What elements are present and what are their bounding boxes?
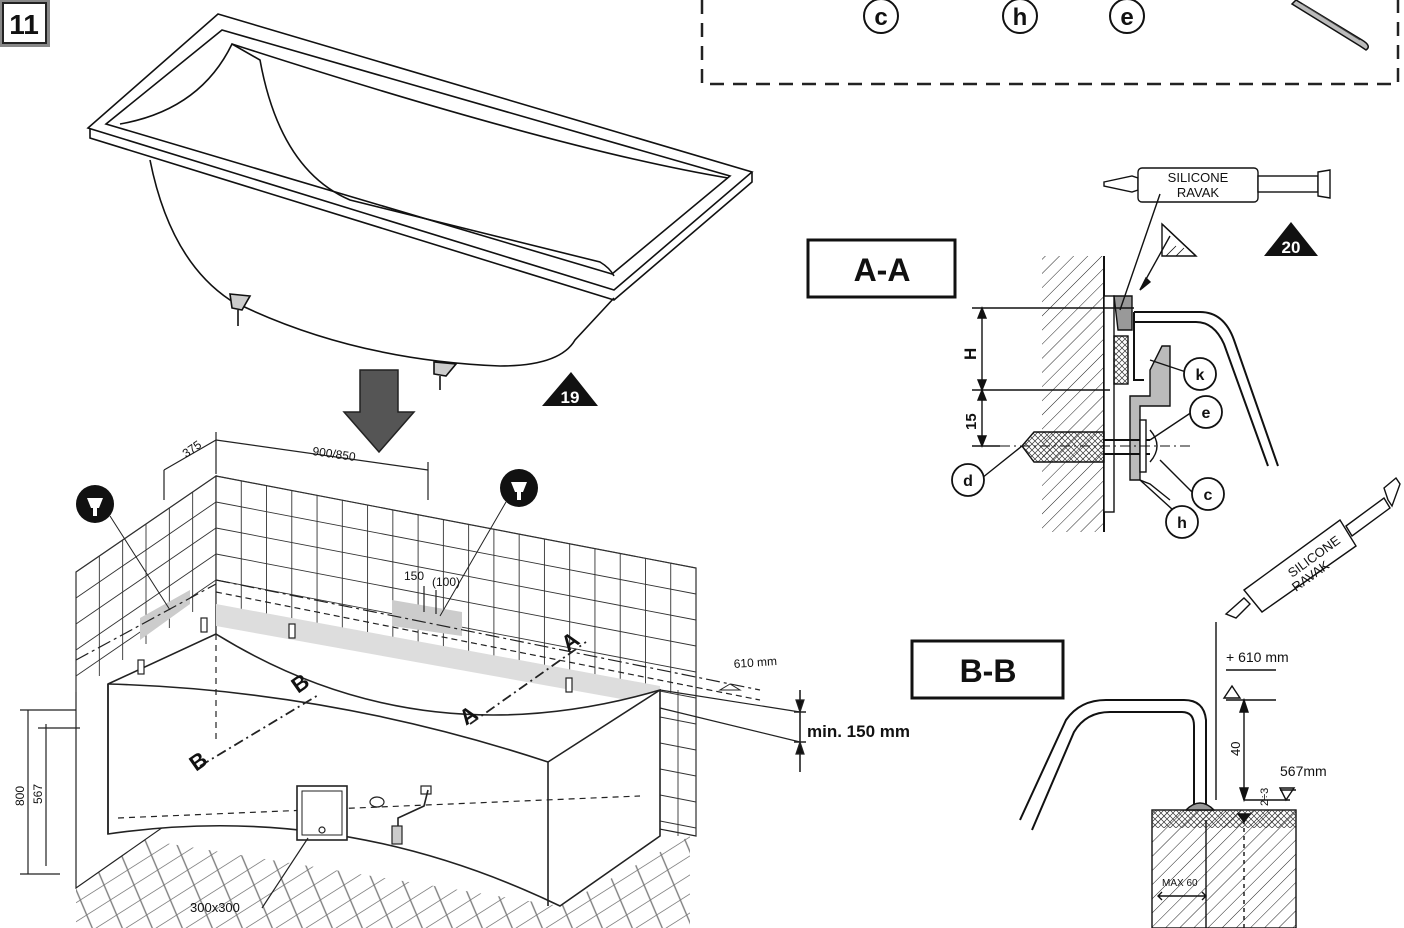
aa-silicone-label-2: RAVAK: [1177, 185, 1219, 200]
tile-line: [215, 553, 697, 647]
dim-150: 150: [404, 569, 424, 583]
sheet-19-badge: 19: [542, 372, 598, 407]
dim-900-850: 900/850: [312, 444, 357, 464]
aa-part-k: k: [1183, 357, 1217, 391]
aa-dim-h: H: [961, 348, 980, 360]
tile-line: [215, 501, 697, 595]
bb-dim-610: + 610 mm: [1226, 649, 1289, 665]
sheet-20-badge: 20: [1264, 222, 1318, 257]
bathtub-illustration: [86, 13, 754, 390]
svg-text:e: e: [1120, 4, 1133, 31]
aa-part-h: h: [1165, 505, 1199, 539]
svg-text:19: 19: [561, 388, 580, 407]
section-bb-detail: [1019, 476, 1401, 928]
dim-300x300: 300x300: [190, 900, 240, 915]
part-c-badge: c: [863, 0, 899, 34]
svg-text:d: d: [963, 473, 973, 490]
svg-text:B-B: B-B: [960, 653, 1017, 689]
tile-line: [75, 527, 217, 625]
dim-375: 375: [180, 437, 205, 460]
section-aa-detail: [972, 167, 1331, 532]
svg-text:c: c: [874, 4, 887, 31]
dim-800: 800: [13, 786, 27, 806]
bb-max-60: MAX 60: [1162, 878, 1198, 889]
aa-part-d: d: [951, 463, 985, 497]
svg-text:k: k: [1196, 367, 1205, 384]
svg-text:h: h: [1177, 515, 1187, 532]
aa-dim-15: 15: [963, 413, 980, 430]
tile-line: [75, 501, 217, 599]
aa-silicone-label-1: SILICONE: [1168, 170, 1229, 185]
step-number: 11: [9, 9, 39, 40]
tile-line: [75, 475, 217, 573]
svg-text:c: c: [1204, 487, 1213, 504]
step-number-box: 11: [0, 0, 50, 47]
dim-567: 567: [31, 784, 45, 804]
section-bb-title-box: B-B: [910, 639, 1065, 700]
section-aa-title-box: A-A: [806, 238, 957, 299]
bb-dim-567: 567mm: [1280, 763, 1327, 779]
dim-min-150: min. 150 mm: [807, 722, 910, 741]
svg-text:20: 20: [1282, 238, 1301, 257]
bb-dim-2-3: 2÷3: [1259, 788, 1271, 806]
faucet-icon-right: [439, 469, 538, 617]
tile-line: [215, 475, 697, 569]
screw-icon: [1290, 0, 1369, 51]
down-arrow-icon: [342, 369, 416, 454]
svg-text:e: e: [1202, 405, 1211, 422]
installation-scene: [20, 432, 806, 928]
faucet-icon-left: [76, 485, 171, 611]
svg-text:h: h: [1013, 4, 1028, 31]
tile-line: [215, 527, 697, 621]
dim-100: (100): [432, 575, 460, 589]
aa-part-c: c: [1191, 477, 1225, 511]
dim-610: 610 mm: [733, 654, 777, 671]
aa-part-e: e: [1189, 395, 1223, 429]
svg-text:A-A: A-A: [854, 252, 911, 288]
bb-dim-40: 40: [1228, 742, 1243, 756]
tile-line: [75, 553, 217, 651]
parts-legend-box: c h e: [700, 0, 1400, 86]
part-e-badge: e: [1109, 0, 1145, 34]
part-h-badge: h: [1002, 0, 1038, 34]
